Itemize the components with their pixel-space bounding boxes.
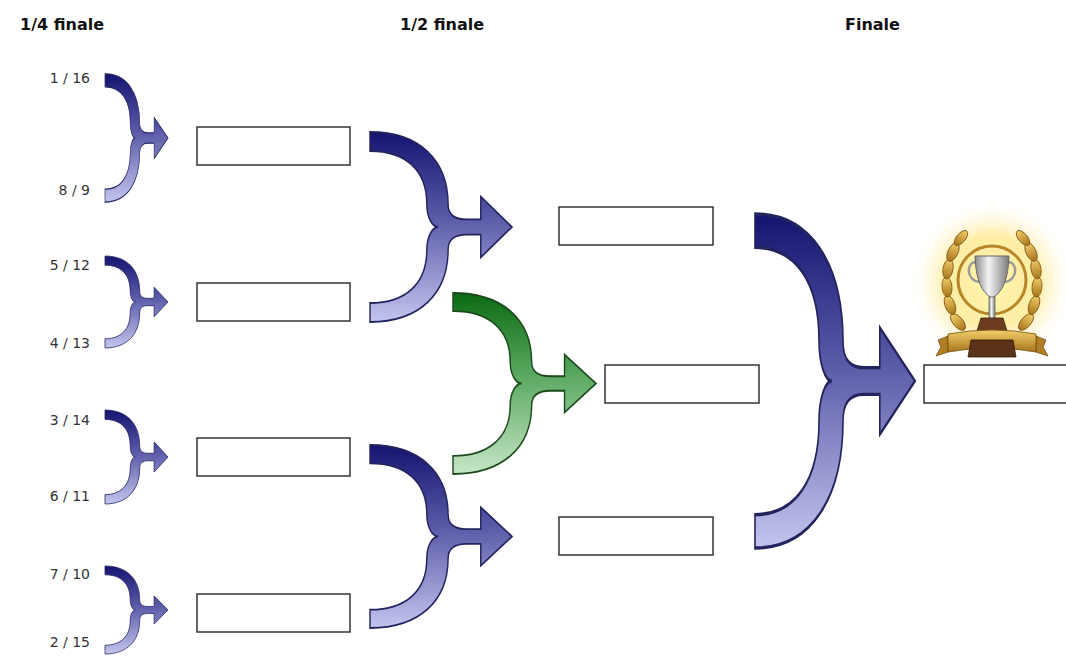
seed-label: 8 / 9 [59, 181, 90, 199]
seed-label: 6 / 11 [50, 487, 90, 505]
seed-label: 2 / 15 [50, 633, 90, 651]
bracket-arrow [105, 566, 168, 654]
seed-label: 7 / 10 [50, 565, 90, 583]
result-box [197, 283, 350, 321]
result-box [197, 594, 350, 632]
bracket-arrow [370, 445, 512, 628]
seed-label: 4 / 13 [50, 334, 90, 352]
bracket-arrow [105, 256, 168, 348]
bracket-arrow [105, 74, 168, 202]
trophy-icon [908, 198, 1066, 366]
result-box [559, 207, 713, 245]
result-box [559, 517, 713, 555]
bracket-arrow [105, 410, 168, 504]
column-heading: 1/4 finale [20, 16, 104, 34]
bracket-arrow [370, 132, 512, 322]
bracket-arrow [755, 214, 915, 548]
result-box [197, 127, 350, 165]
seed-label: 5 / 12 [50, 256, 90, 274]
column-heading: 1/2 finale [400, 16, 484, 34]
bracket-arrow [453, 293, 596, 474]
result-box [605, 365, 759, 403]
seed-label: 1 / 16 [50, 69, 90, 87]
result-box [924, 365, 1066, 403]
seed-label: 3 / 14 [50, 411, 90, 429]
result-box [197, 438, 350, 476]
column-heading: Finale [845, 16, 900, 34]
